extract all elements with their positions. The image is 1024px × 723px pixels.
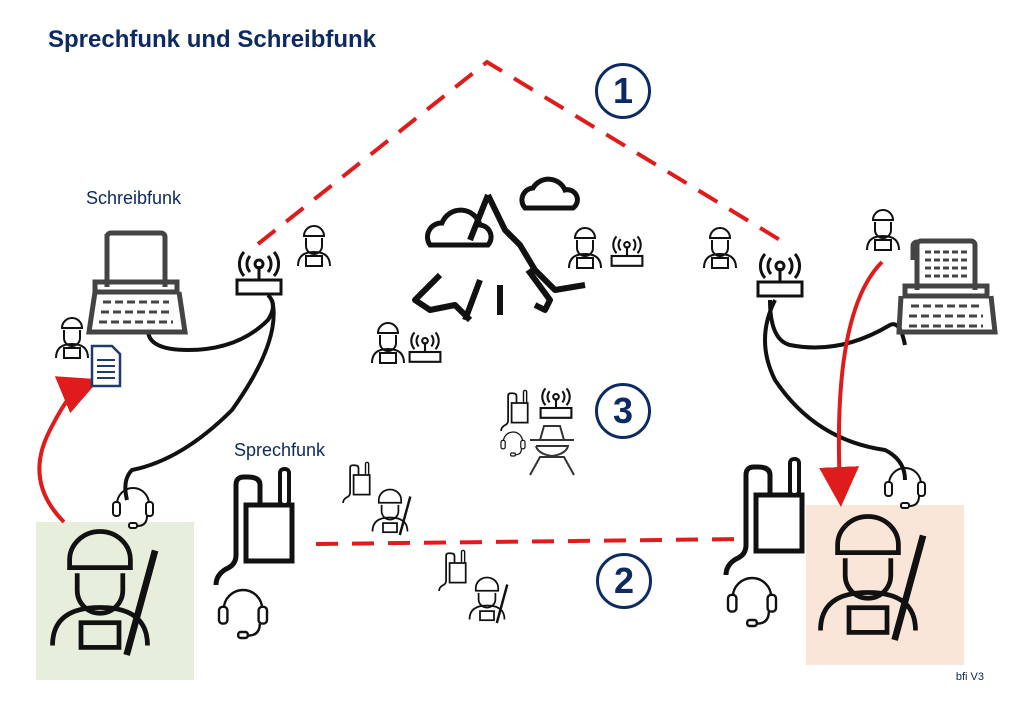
radio-antenna-icon (235, 250, 283, 296)
operator-icon-right (703, 227, 737, 269)
schreibfunk-label: Schreibfunk (86, 188, 182, 208)
sprechfunk-label: Sprechfunk (234, 440, 326, 460)
operator-icon-right-small (866, 209, 900, 251)
right-soldier-box (806, 505, 964, 665)
spy-icon (529, 425, 575, 476)
backpack-radio-icon-left (216, 469, 292, 585)
left-red-arrow (37, 376, 100, 524)
headset-icon-right-big (726, 576, 778, 628)
typewriter-icon (86, 230, 188, 335)
radio-antenna-icon-right (756, 252, 804, 298)
radio-antenna-icon-mountain (610, 235, 644, 267)
headset-icon-spy (500, 431, 526, 457)
backpack-radio-icon-right (726, 459, 802, 575)
cloud-icon (425, 176, 580, 248)
marker-3: 3 (595, 383, 651, 439)
radio-antenna-icon-spy (539, 387, 573, 419)
soldier-icon-small (371, 488, 412, 537)
soldier-icon-bottom (468, 576, 509, 625)
link-1-dashed-triangle (256, 59, 782, 246)
left-soldier-box (36, 522, 194, 680)
document-icon (90, 344, 122, 388)
mountain-icon (412, 193, 586, 323)
link-2-dashed-line (315, 537, 746, 546)
page-title: Sprechfunk und Schreibfunk (48, 26, 377, 53)
backpack-radio-icon-bottom (438, 549, 467, 592)
marker-2: 2 (596, 553, 652, 609)
headset-icon-left-big (217, 588, 269, 640)
cables (123, 293, 907, 501)
typewriter-icon-right (896, 238, 998, 335)
operator-icon-small (55, 317, 89, 359)
marker-1: 1 (595, 63, 651, 119)
backpack-radio-icon-small (342, 461, 371, 504)
radio-antenna-icon-mid-left (408, 331, 442, 363)
version-label: bfi V3 (955, 671, 984, 683)
operator-icon (297, 225, 331, 267)
backpack-radio-icon-spy (500, 389, 529, 432)
right-red-arrow (819, 260, 884, 507)
operator-icon-mid-left (371, 322, 405, 364)
operator-icon-mountain (568, 227, 602, 269)
